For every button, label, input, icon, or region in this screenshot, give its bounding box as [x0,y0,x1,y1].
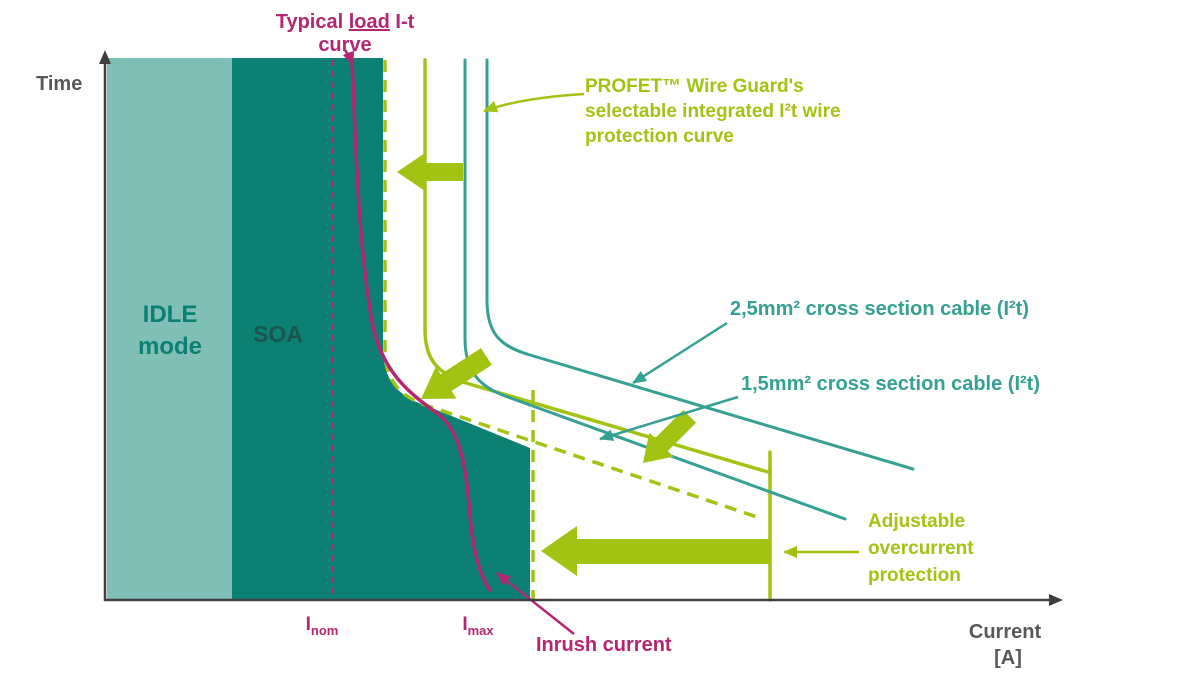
shift-left-arrow-bottom [541,526,769,576]
i-max-sub: max [468,623,495,638]
y-axis-arrowhead [99,50,111,64]
overcurrent-label-line1: Adjustable [868,511,965,532]
profet-label-line1: PROFET™ Wire Guard's [585,76,804,97]
shift-left-arrow-diagonal [643,409,697,463]
load-curve-title-line1: Typical load I-t [276,11,415,33]
cable-1-5mm-label: 1,5mm² cross section cable (I²t) [741,373,1040,395]
current-axis-unit: [A] [994,647,1022,669]
shift-left-arrow-top [397,153,463,191]
i-nom-base: I [306,614,311,635]
overcurrent-label-line2: overcurrent [868,538,974,559]
i-max-label: Imax [462,614,494,638]
idle-mode-label-line1: IDLE [143,301,198,328]
shift-left-arrow-middle [421,348,492,399]
x-axis-arrowhead [1049,594,1063,606]
i-nom-sub: nom [311,623,338,638]
load-title-underlined: load [349,11,390,33]
load-curve-title-line2: curve [318,34,371,56]
idle-mode-region [107,58,232,600]
cable-2-5mm-curve [485,58,915,471]
cable-2-5mm-label: 2,5mm² cross section cable (I²t) [730,298,1029,320]
load-title-pre: Typical [276,11,349,33]
i-nom-label: Inom [306,614,339,638]
i-max-base: I [462,614,467,635]
cable-1-5mm-pointer-arrow [599,395,739,441]
profet-pointer-arrow [483,92,585,113]
idle-mode-label-line2: mode [138,333,202,360]
profet-label-line2: selectable integrated I²t wire [585,101,841,122]
time-axis-label: Time [36,73,82,95]
current-axis-label: Current [969,621,1042,643]
profet-label-line3: protection curve [585,126,734,147]
load-title-post: I-t [390,11,415,33]
load-title-pointer-arrow [342,49,355,66]
cable-2-5mm-pointer-arrow [632,321,728,385]
inrush-current-label: Inrush current [536,634,672,656]
load-curve [350,58,492,592]
overcurrent-label-line3: protection [868,565,961,586]
soa-label: SOA [253,321,303,347]
inrush-pointer-arrow [496,572,575,635]
soa-region [232,58,530,600]
